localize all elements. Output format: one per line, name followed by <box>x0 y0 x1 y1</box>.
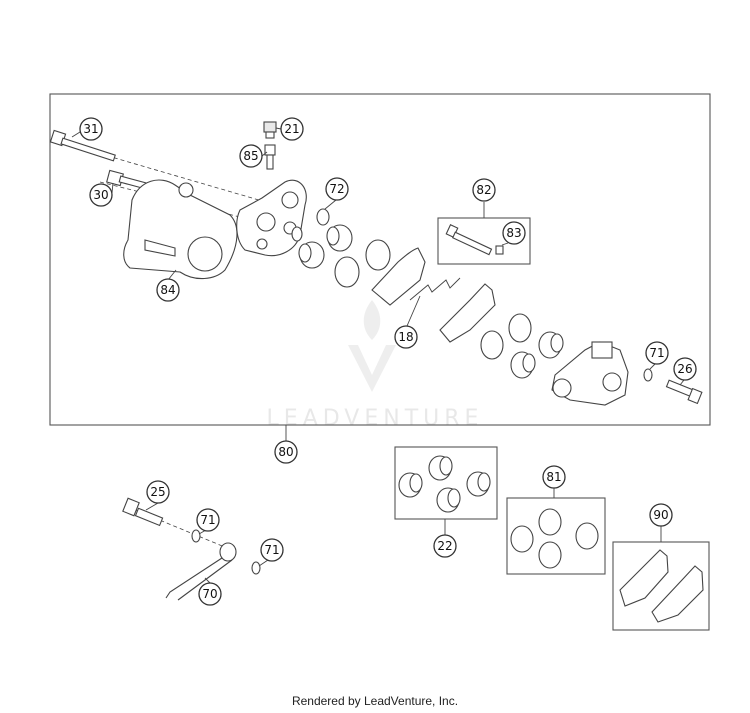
svg-text:85: 85 <box>243 149 258 163</box>
seal-kit-frame-81 <box>506 497 606 575</box>
piston-upper-2 <box>326 224 353 252</box>
o-ring-71-upper <box>643 368 653 382</box>
svg-text:71: 71 <box>649 346 664 360</box>
watermark: LEADVENTURE <box>267 300 484 431</box>
seal-ring-upper-1 <box>334 256 360 288</box>
leader-21 <box>275 127 282 130</box>
bracket-hole <box>187 236 223 272</box>
svg-text:71: 71 <box>200 513 215 527</box>
o-ring-72 <box>316 208 330 226</box>
bracket-slot <box>144 239 176 257</box>
pin-nut-83 <box>495 245 504 255</box>
caliper-body-upper <box>236 179 307 257</box>
leader-25 <box>145 502 159 511</box>
callout-31[interactable]: 31 <box>79 117 103 141</box>
callout-70[interactable]: 70 <box>198 582 222 606</box>
svg-text:21: 21 <box>284 122 299 136</box>
piston-upper-1 <box>298 241 325 269</box>
leader-72 <box>324 199 337 210</box>
svg-text:26: 26 <box>677 362 692 376</box>
banjo-bolt-25 <box>122 497 164 527</box>
brake-pad-left <box>371 247 426 306</box>
svg-text:25: 25 <box>150 485 165 499</box>
pad-spring-18 <box>409 277 461 301</box>
watermark-v-icon <box>348 345 396 392</box>
callout-85[interactable]: 85 <box>239 144 263 168</box>
watermark-flame-icon <box>363 300 381 340</box>
footer-credit: Rendered by LeadVenture, Inc. <box>291 694 459 708</box>
o-ring-small <box>291 226 303 242</box>
svg-text:90: 90 <box>653 508 668 522</box>
seal-ring-lower-1 <box>480 330 504 360</box>
assembly-frame-80 <box>49 93 711 426</box>
svg-text:71: 71 <box>264 543 279 557</box>
bleed-screw-85 <box>264 144 276 170</box>
callout-25[interactable]: 25 <box>146 480 170 504</box>
callout-30[interactable]: 30 <box>89 183 113 207</box>
callout-71-upper[interactable]: 71 <box>645 341 669 365</box>
callout-90[interactable]: 90 <box>649 503 673 527</box>
piston-lower-2 <box>538 331 564 359</box>
callout-71-a[interactable]: 71 <box>196 508 220 532</box>
washer-71-a <box>191 529 201 543</box>
leader-71-b <box>258 559 269 567</box>
leader-70 <box>204 577 211 584</box>
brake-pad-right <box>439 283 496 343</box>
seal-ring-lower-2 <box>508 313 532 343</box>
piston-lower-1 <box>510 351 536 379</box>
bracket-upper-hole <box>178 182 194 198</box>
seal-ring-upper-2 <box>365 239 391 271</box>
callout-21[interactable]: 21 <box>280 117 304 141</box>
callout-22[interactable]: 22 <box>433 534 457 558</box>
leader-85 <box>261 151 268 157</box>
callout-81[interactable]: 81 <box>542 465 566 489</box>
callout-82[interactable]: 82 <box>472 178 496 202</box>
seal-kit-81 <box>510 508 599 569</box>
callout-26[interactable]: 26 <box>673 357 697 381</box>
svg-text:22: 22 <box>437 539 452 553</box>
svg-text:31: 31 <box>83 122 98 136</box>
callout-71-b[interactable]: 71 <box>260 538 284 562</box>
svg-text:70: 70 <box>202 587 217 601</box>
leader-18 <box>406 295 421 327</box>
watermark-text: LEADVENTURE <box>267 406 484 431</box>
callout-18[interactable]: 18 <box>394 325 418 349</box>
leader-31 <box>71 131 81 138</box>
svg-text:81: 81 <box>546 470 561 484</box>
guide-pin-82 <box>445 224 493 256</box>
svg-text:72: 72 <box>329 182 344 196</box>
callout-84[interactable]: 84 <box>156 278 180 302</box>
leader-30 <box>111 182 114 194</box>
washer-71-b <box>251 561 261 575</box>
banjo-fitting-70 <box>165 542 237 601</box>
svg-text:84: 84 <box>160 283 175 297</box>
callout-80[interactable]: 80 <box>274 440 298 464</box>
svg-text:30: 30 <box>93 188 108 202</box>
svg-text:83: 83 <box>506 226 521 240</box>
piston-kit-22 <box>398 455 491 513</box>
callout-72[interactable]: 72 <box>325 177 349 201</box>
bleed-cap-21 <box>263 121 277 139</box>
pin-26 <box>665 379 703 405</box>
svg-text:18: 18 <box>398 330 413 344</box>
leader-83 <box>501 242 509 246</box>
pad-set-90 <box>619 549 704 623</box>
svg-text:82: 82 <box>476 183 491 197</box>
leader-84 <box>167 269 177 281</box>
piston-kit-frame-22 <box>394 446 498 520</box>
leader-26 <box>679 379 685 386</box>
bolt-31 <box>49 129 116 162</box>
hose-axis <box>127 506 233 551</box>
callout-83[interactable]: 83 <box>502 221 526 245</box>
svg-text:80: 80 <box>278 445 293 459</box>
caliper-body-lower <box>551 341 629 406</box>
